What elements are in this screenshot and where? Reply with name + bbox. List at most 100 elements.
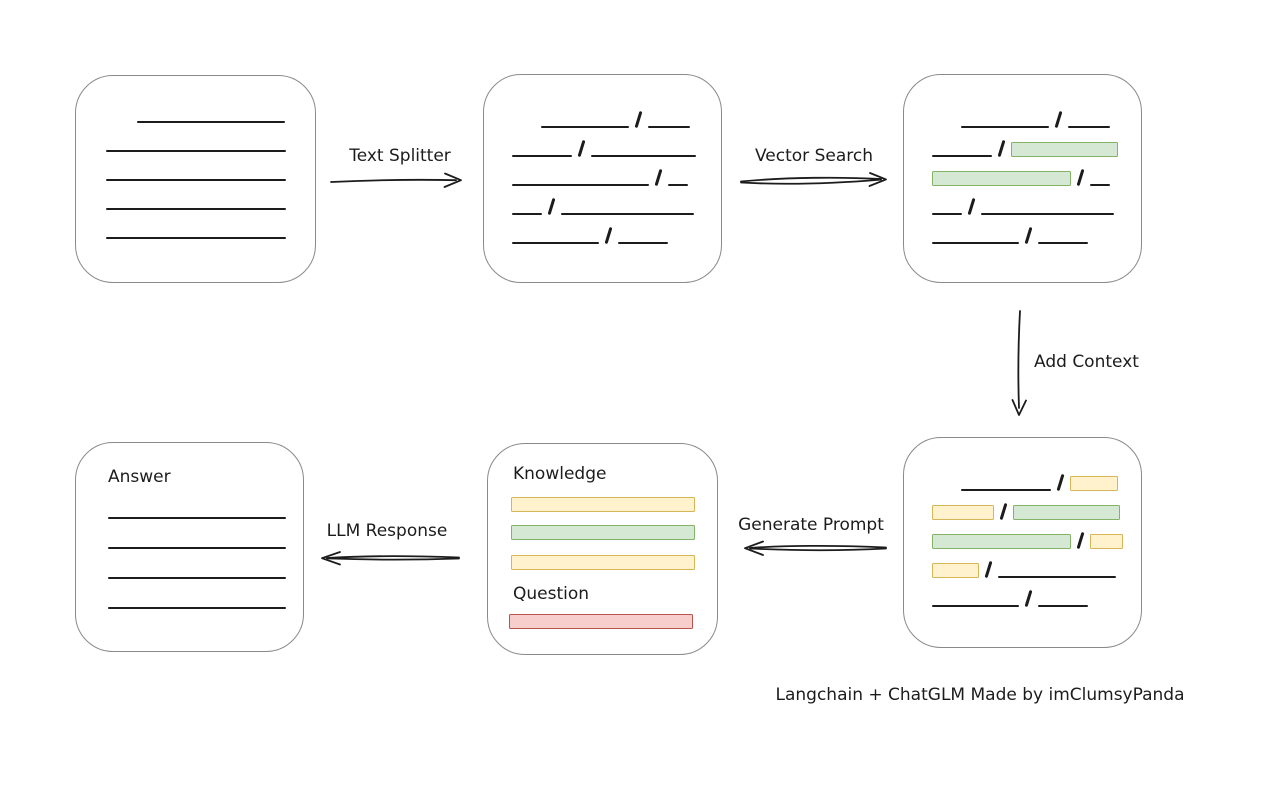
green-chunk	[1013, 505, 1120, 520]
chunk-row	[76, 94, 315, 123]
text-line	[932, 242, 1019, 244]
chunk-row	[484, 128, 721, 158]
text-line	[137, 121, 285, 123]
answer-lines	[76, 489, 303, 609]
chunk-row	[76, 210, 315, 239]
text-line	[512, 155, 572, 157]
context-chunks-box	[903, 437, 1142, 648]
chunk-row	[904, 186, 1141, 216]
slash-separator	[1076, 531, 1085, 550]
text-splitter-arrow	[328, 166, 472, 194]
question-bar-red	[509, 614, 693, 629]
text-line	[961, 126, 1049, 128]
slash-separator	[1024, 226, 1033, 245]
text-line	[108, 517, 286, 519]
chunk-row	[904, 99, 1141, 129]
llm-response-label: LLM Response	[326, 521, 448, 541]
text-line	[1038, 605, 1088, 607]
text-line	[108, 577, 286, 579]
slash-separator	[999, 502, 1008, 521]
chunk-row	[76, 181, 315, 210]
chunk-row	[76, 123, 315, 152]
chunk-row	[76, 549, 303, 579]
slash-separator	[634, 110, 643, 129]
generate-prompt-label: Generate Prompt	[738, 515, 884, 535]
slash-separator	[1056, 473, 1065, 492]
text-line	[1090, 184, 1110, 186]
text-line	[108, 607, 286, 609]
text-line	[961, 489, 1051, 491]
chunk-row	[76, 489, 303, 519]
prompt-box: Knowledge Question	[487, 443, 718, 655]
chunk-row	[904, 578, 1141, 608]
answer-heading: Answer	[108, 467, 171, 487]
text-line	[618, 242, 668, 244]
text-line	[1038, 242, 1088, 244]
slash-separator	[654, 168, 663, 187]
text-line	[981, 213, 1114, 215]
slash-separator	[1076, 168, 1085, 187]
slash-separator	[997, 139, 1006, 158]
slash-separator	[967, 197, 976, 216]
chunk-row	[904, 462, 1141, 492]
slash-separator	[604, 226, 613, 245]
split-chunks-box	[483, 74, 722, 283]
slash-separator	[1024, 589, 1033, 608]
knowledge-bar-yellow-1	[511, 497, 695, 512]
yellow-chunk	[1070, 476, 1118, 491]
text-line	[932, 213, 962, 215]
add-context-arrow	[1004, 308, 1034, 424]
split-chunk-rows	[484, 75, 721, 245]
matched-chunk-rows	[904, 75, 1141, 245]
generate-prompt-arrow	[733, 534, 889, 562]
chunk-row	[76, 519, 303, 549]
chunk-row	[484, 186, 721, 216]
context-chunk-rows	[904, 438, 1141, 608]
knowledge-heading: Knowledge	[513, 464, 607, 484]
chunk-row	[904, 520, 1141, 550]
text-line	[648, 126, 690, 128]
knowledge-bar-green	[511, 525, 695, 540]
chunk-row	[484, 157, 721, 187]
chunk-row	[484, 215, 721, 245]
llm-response-arrow	[312, 544, 462, 572]
text-line	[512, 242, 599, 244]
text-line	[512, 213, 542, 215]
chunk-row	[904, 549, 1141, 579]
text-line	[1068, 126, 1110, 128]
answer-box: Answer	[75, 442, 304, 652]
add-context-label: Add Context	[1034, 352, 1139, 372]
yellow-chunk	[932, 563, 979, 578]
text-line	[108, 547, 286, 549]
text-line	[998, 576, 1116, 578]
question-heading: Question	[513, 584, 590, 604]
green-chunk	[932, 171, 1071, 186]
text-line	[106, 150, 286, 152]
chunk-row	[904, 215, 1141, 245]
vector-search-label: Vector Search	[755, 146, 873, 166]
chunk-row	[484, 99, 721, 129]
text-splitter-label: Text Splitter	[349, 146, 451, 166]
knowledge-bar-yellow-2	[511, 555, 695, 570]
diagram-caption: Langchain + ChatGLM Made by imClumsyPand…	[775, 685, 1185, 705]
text-line	[106, 179, 286, 181]
text-line	[932, 605, 1019, 607]
green-chunk	[1011, 142, 1118, 157]
chunk-row	[904, 157, 1141, 187]
yellow-chunk	[1090, 534, 1123, 549]
source-document-box	[75, 75, 316, 283]
chunk-row	[904, 128, 1141, 158]
slash-separator	[984, 560, 993, 579]
slash-separator	[577, 139, 586, 158]
chunk-row	[76, 152, 315, 181]
text-line	[561, 213, 694, 215]
document-lines	[76, 76, 315, 239]
chunk-row	[904, 491, 1141, 521]
text-line	[541, 126, 629, 128]
slash-separator	[1054, 110, 1063, 129]
vector-search-arrow	[738, 166, 890, 194]
green-chunk	[932, 534, 1071, 549]
text-line	[106, 208, 286, 210]
text-line	[512, 184, 649, 186]
